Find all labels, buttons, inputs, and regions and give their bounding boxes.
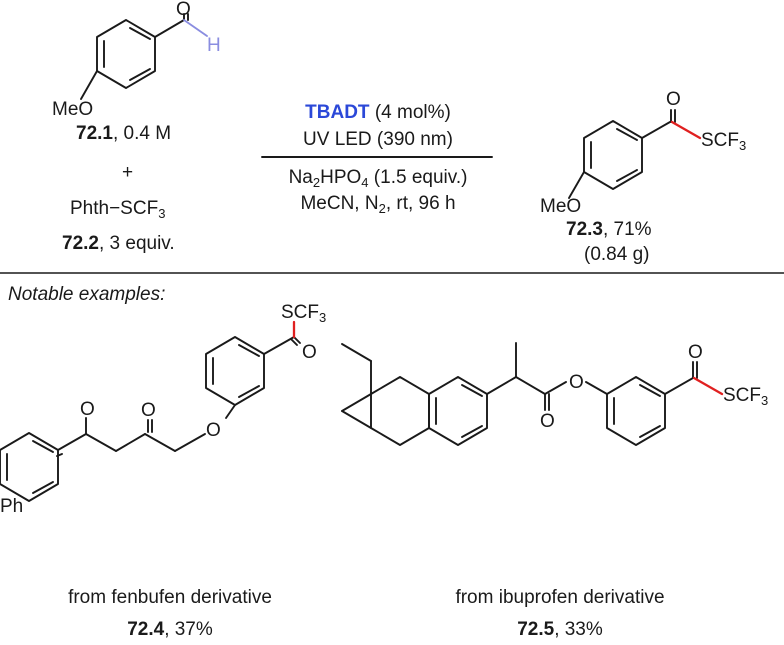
solvent-sub: 2	[378, 201, 386, 216]
caption-fenbufen: from fenbufen derivative	[68, 587, 272, 608]
caption-ibuprofen: from ibuprofen derivative	[455, 587, 665, 608]
compound-72-1-id: 72.1	[76, 123, 113, 144]
product-scf3-label: SCF3	[701, 130, 747, 153]
ring-to-methoxy-bond	[80, 70, 98, 100]
ring-to-carbonyl-bond	[154, 19, 185, 38]
methoxy-label-72-3: MeO	[540, 196, 582, 217]
condition-light: UV LED (390 nm)	[303, 129, 453, 150]
ibuprofen-ester-oxygen: O	[569, 372, 584, 393]
ibuprofen-scf3-label: SCF3	[723, 385, 769, 408]
benzene-ring	[96, 19, 156, 89]
compound-72-3-label: 72.3, 71%	[566, 220, 652, 239]
structure-72-3	[568, 109, 702, 199]
plus-sign: +	[122, 162, 134, 183]
compound-72-3-scale: (0.84 g)	[584, 244, 650, 265]
compound-72-4-label: 72.4, 37%	[0, 620, 340, 639]
solvent-part-a: MeCN, N	[300, 193, 379, 214]
scf-text: SCF	[281, 302, 319, 323]
new-c-s-bond	[670, 120, 702, 140]
base-amount: (1.5 equiv.)	[368, 167, 468, 188]
structure-72-4	[0, 320, 301, 502]
structure-72-5	[341, 342, 724, 446]
compound-72-5-yield: , 33%	[554, 619, 603, 640]
base-sub-2: 4	[361, 175, 369, 190]
phenyl-label: Ph	[0, 496, 24, 517]
condition-solvent: MeCN, N2, rt, 96 h	[262, 193, 494, 216]
compound-72-5-label: 72.5, 33%	[380, 620, 740, 639]
base-part-b: HPO	[320, 167, 362, 188]
fenbufen-thioester-oxygen: O	[302, 342, 317, 363]
compound-72-4-id: 72.4	[127, 619, 165, 640]
fenbufen-ester-carbonyl-oxygen: O	[141, 400, 156, 421]
compound-72-1-detail: , 0.4 M	[112, 123, 172, 144]
base-part-a: Na	[288, 167, 313, 188]
reagent-text: Phth−SCF	[70, 198, 159, 219]
examples-heading: Notable examples:	[8, 284, 166, 305]
scf-text: SCF	[723, 385, 761, 406]
aldehyde-hydrogen-label: H	[207, 35, 221, 56]
compound-72-2-id: 72.2	[62, 233, 99, 254]
scf-text: SCF	[701, 130, 739, 151]
catalyst-name: TBADT	[305, 102, 370, 123]
compound-72-5-id: 72.5	[517, 619, 555, 640]
compound-72-3-id: 72.3	[566, 219, 603, 240]
reagent-subscript: 3	[158, 206, 166, 221]
product-carbonyl-oxygen: O	[666, 89, 681, 110]
scf-sub: 3	[761, 393, 769, 408]
compound-72-2-label: 72.2, 3 equiv.	[62, 234, 175, 253]
scf-sub: 3	[319, 310, 327, 325]
carbonyl-oxygen-label: O	[176, 0, 191, 20]
base-sub-1: 2	[312, 175, 321, 190]
compound-72-1-label: 72.1, 0.4 M	[76, 124, 171, 143]
solvent-part-b: , rt, 96 h	[385, 193, 456, 214]
compound-72-4-yield: , 37%	[164, 619, 213, 640]
condition-catalyst: TBADT (4 mol%)	[262, 103, 494, 122]
c-h-bond	[183, 19, 208, 37]
fenbufen-scf3-label: SCF3	[281, 302, 327, 325]
compound-72-2-detail: , 3 equiv.	[98, 233, 175, 254]
fenbufen-ketone-oxygen: O	[80, 399, 95, 420]
ibuprofen-ester-carbonyl-oxygen: O	[540, 411, 555, 432]
catalyst-loading: (4 mol%)	[369, 102, 451, 123]
condition-base: Na2HPO4 (1.5 equiv.)	[262, 167, 494, 190]
methoxy-label-72-1: MeO	[52, 99, 94, 120]
fenbufen-ester-oxygen: O	[206, 420, 221, 441]
reagent-phth-scf3: Phth−SCF3	[70, 198, 166, 221]
scf-sub: 3	[739, 138, 747, 153]
ibuprofen-thioester-oxygen: O	[688, 342, 703, 363]
structure-72-1	[80, 13, 208, 100]
compound-72-3-yield: , 71%	[602, 219, 652, 240]
